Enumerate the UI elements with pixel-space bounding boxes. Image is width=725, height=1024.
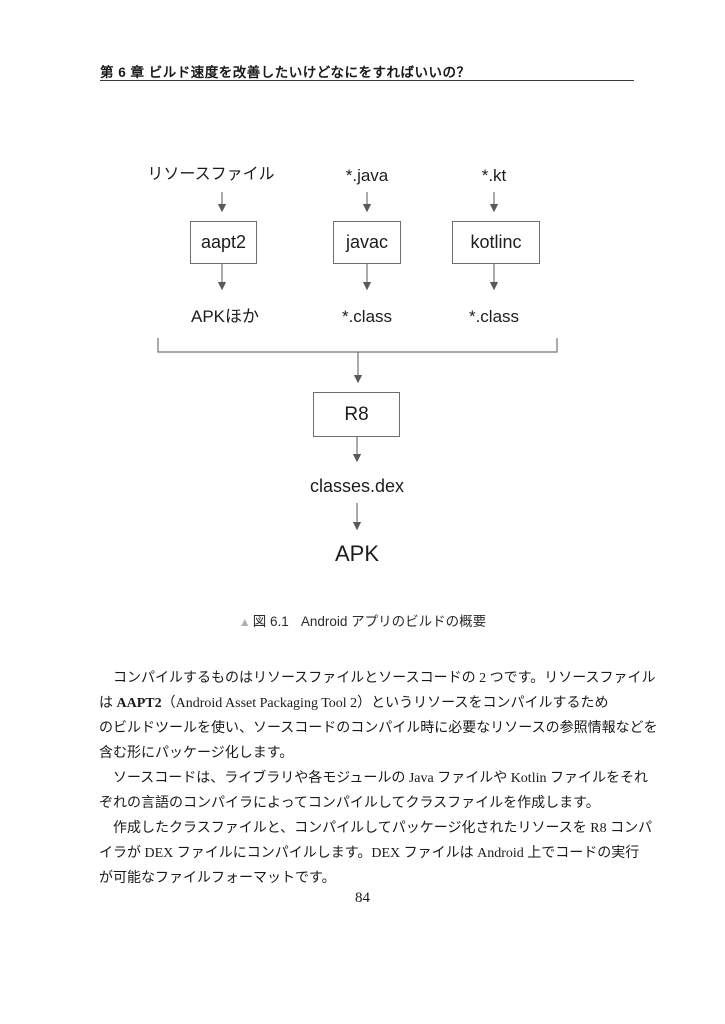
input-label-java: *.java bbox=[345, 166, 389, 185]
page-number: 84 bbox=[355, 890, 370, 906]
body-segment: （Android Asset Packaging Tool 2）というリソースを… bbox=[161, 696, 609, 711]
body-line: イラが DEX ファイルにコンパイルします。DEX ファイルは Android … bbox=[99, 846, 640, 861]
body-line: は AAPT2（Android Asset Packaging Tool 2）と… bbox=[99, 691, 639, 716]
output-label-class-kt: *.class bbox=[468, 307, 520, 326]
body-line: ぞれの言語のコンパイラによってコンパイルしてクラスファイルを作成します。 bbox=[99, 796, 600, 811]
figure-number: 図 6.1 bbox=[252, 614, 289, 629]
body-text: コンパイルするものはリソースファイルとソースコードの 2 つです。リソースファイ… bbox=[99, 666, 658, 891]
output-label-classes-dex: classes.dex bbox=[309, 476, 405, 496]
caption-triangle-icon: ▲ bbox=[238, 615, 251, 629]
output-label-apk-etc: APKほか bbox=[190, 307, 260, 326]
tool-box-aapt2: aapt2 bbox=[190, 221, 257, 264]
figure-title: Android アプリのビルドの概要 bbox=[300, 614, 487, 629]
final-label-apk: APK bbox=[334, 541, 380, 566]
chapter-header: 第 6 章 ビルド速度を改善したいけどなにをすればいいの？ bbox=[100, 65, 471, 80]
merge-bracket bbox=[157, 338, 558, 353]
body-segment: は bbox=[99, 696, 117, 711]
tool-box-javac: javac bbox=[333, 221, 401, 264]
input-label-resource-file: リソースファイル bbox=[147, 166, 275, 183]
input-label-kt: *.kt bbox=[481, 166, 507, 185]
header-rule bbox=[100, 80, 634, 81]
body-line: コンパイルするものはリソースファイルとソースコードの 2 つです。リソースファイ… bbox=[113, 671, 656, 686]
body-line: のビルドツールを使い、ソースコードのコンパイル時に必要なリソースの参照情報などを bbox=[99, 721, 658, 736]
tool-box-kotlinc: kotlinc bbox=[452, 221, 540, 264]
body-line: が可能なファイルフォーマットです。 bbox=[99, 871, 336, 886]
body-line: 含む形にパッケージ化します。 bbox=[99, 746, 294, 761]
body-line: ソースコードは、ライブラリや各モジュールの Java ファイルや Kotlin … bbox=[113, 771, 648, 786]
output-label-class-java: *.class bbox=[341, 307, 393, 326]
body-segment-bold: AAPT2 bbox=[116, 696, 162, 711]
figure-caption: ▲図 6.1 Android アプリのビルドの概要 bbox=[0, 610, 725, 630]
body-line: 作成したクラスファイルと、コンパイルしてパッケージ化されたリソースを R8 コン… bbox=[113, 821, 653, 836]
tool-box-r8: R8 bbox=[313, 392, 400, 437]
